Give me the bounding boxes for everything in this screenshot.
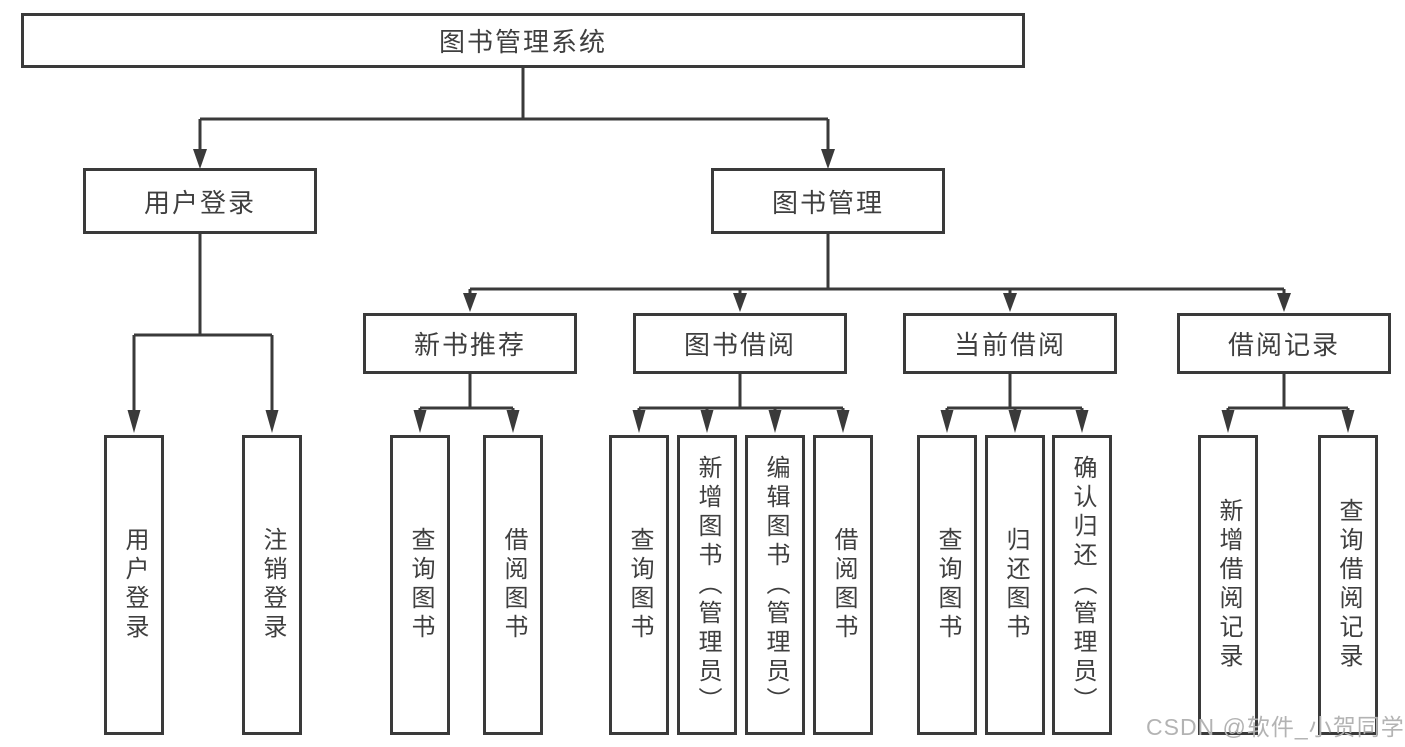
node-book-borrowing: 图书借阅 [633,313,847,374]
leaf-cb-confirm-return-admin: 确认归还（管理员） [1052,435,1112,735]
leaf-logout-login: 注销登录 [242,435,302,735]
node-library-management-system: 图书管理系统 [21,13,1025,68]
leaf-cb-return-books: 归还图书 [985,435,1045,735]
node-new-book-recommend: 新书推荐 [363,313,577,374]
leaf-br-add-record: 新增借阅记录 [1198,435,1258,735]
leaf-br-query-record: 查询借阅记录 [1318,435,1378,735]
csdn-watermark: CSDN @软件_小贺同学 [1146,714,1405,740]
leaf-bb-borrow-books: 借阅图书 [813,435,873,735]
leaf-user-login: 用户登录 [104,435,164,735]
node-borrowing-records: 借阅记录 [1177,313,1391,374]
node-current-borrowing: 当前借阅 [903,313,1117,374]
arrowheads [127,149,1355,433]
leaf-cb-query-books: 查询图书 [917,435,977,735]
leaf-bb-query-books: 查询图书 [609,435,669,735]
leaf-nbr-query-books: 查询图书 [390,435,450,735]
leaf-bb-add-books-admin: 新增图书（管理员） [677,435,737,735]
leaf-nbr-borrow-books: 借阅图书 [483,435,543,735]
leaf-bb-edit-books-admin: 编辑图书（管理员） [745,435,805,735]
node-book-management: 图书管理 [711,168,945,234]
node-user-login: 用户登录 [83,168,317,234]
